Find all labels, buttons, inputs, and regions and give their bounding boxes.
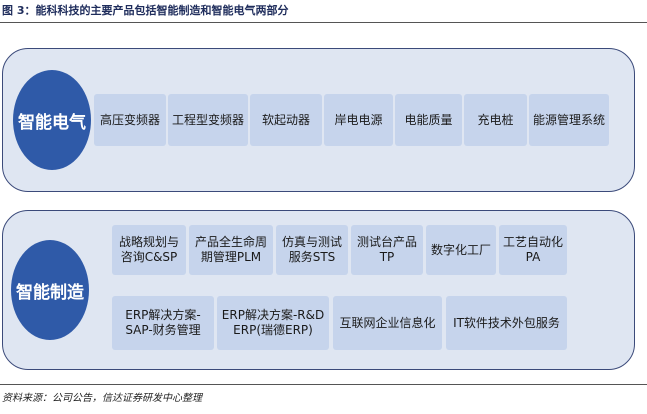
product-box-internet-enterprise-it: 互联网企业信息化 <box>333 296 442 350</box>
product-box-charging-pile: 充电桩 <box>464 94 527 146</box>
product-box-high-voltage-inverter: 高压变频器 <box>94 94 166 146</box>
product-box-plm: 产品全生命周 期管理PLM <box>189 225 273 275</box>
product-box-test-bench: 测试台产品 TP <box>351 225 423 275</box>
product-box-it-outsourcing: IT软件技术外包服务 <box>446 296 567 350</box>
product-box-power-quality: 电能质量 <box>395 94 462 146</box>
source-note: 资料来源：公司公告，信达证券研发中心整理 <box>2 393 202 404</box>
product-box-process-automation: 工艺自动化 PA <box>499 225 567 275</box>
source-divider <box>0 384 647 385</box>
product-box-energy-management: 能源管理系统 <box>529 94 609 146</box>
product-box-strategy-consulting: 战略规划与 咨询C&SP <box>112 225 186 275</box>
figure-title: 图 3：能科科技的主要产品包括智能制造和智能电气两部分 <box>2 4 289 17</box>
product-box-engineering-inverter: 工程型变频器 <box>168 94 248 146</box>
product-box-erp-rd: ERP解决方案-R&D ERP(瑞德ERP) <box>217 296 329 350</box>
product-box-simulation-testing: 仿真与测试 服务STS <box>276 225 348 275</box>
smart-manufacturing-label: 智能制造 <box>11 240 89 340</box>
product-box-digital-factory: 数字化工厂 <box>426 225 496 275</box>
product-box-soft-starter: 软起动器 <box>250 94 322 146</box>
title-divider <box>0 22 647 23</box>
product-box-shore-power: 岸电电源 <box>324 94 393 146</box>
product-box-erp-sap: ERP解决方案- SAP-财务管理 <box>112 296 214 350</box>
smart-electrical-label: 智能电气 <box>13 70 91 170</box>
